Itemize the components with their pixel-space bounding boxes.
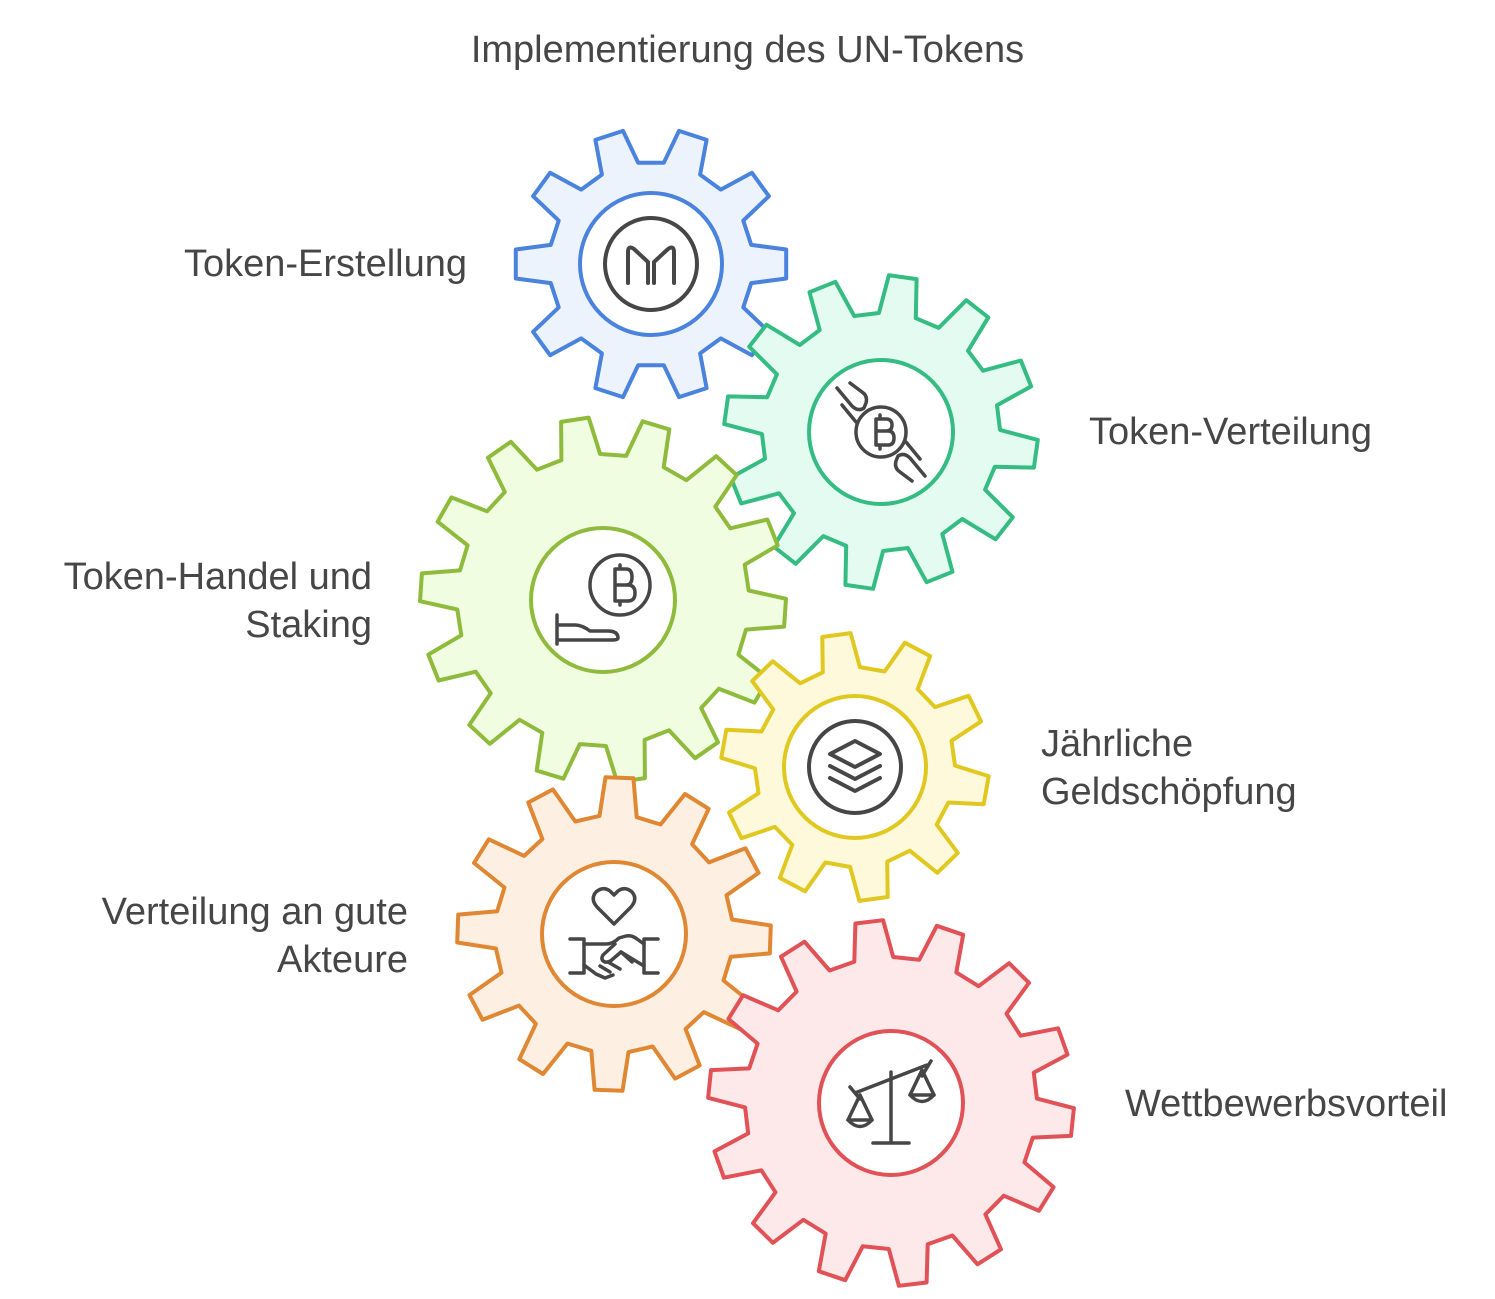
label-line: Geldschöpfung xyxy=(1041,771,1297,813)
label-wettbewerbsvorteil: Wettbewerbsvorteil xyxy=(1125,1080,1447,1128)
label-line: Verteilung an gute xyxy=(101,891,408,933)
label-line: Staking xyxy=(245,604,372,646)
label-jaehrliche-geldschoepfung: Jährliche Geldschöpfung xyxy=(1041,720,1297,816)
heart-handshake-icon xyxy=(568,887,660,980)
label-line: Token-Erstellung xyxy=(183,243,467,285)
label-line: Token-Verteilung xyxy=(1089,411,1373,453)
scales-icon xyxy=(846,1059,936,1145)
gear-token-verteilung xyxy=(722,273,1040,591)
bitcoin-hand-icon xyxy=(555,553,652,646)
gear-verteilung-gute-akteure xyxy=(455,775,773,1093)
label-token-verteilung: Token-Verteilung xyxy=(1089,408,1372,456)
label-token-erstellung: Token-Erstellung xyxy=(184,240,467,288)
label-token-handel: Token-Handel und Staking xyxy=(64,553,372,649)
label-line: Akteure xyxy=(277,939,408,981)
label-verteilung-gute-akteure: Verteilung an gute Akteure xyxy=(102,888,408,984)
layers-icon xyxy=(807,719,903,815)
label-line: Wettbewerbsvorteil xyxy=(1125,1083,1448,1125)
gear-jaehrliche-geldschoepfung xyxy=(719,631,991,903)
gear-token-erstellung xyxy=(513,128,789,400)
maker-logo-icon xyxy=(603,216,699,312)
diagram-title: Implementierung des UN-Tokens xyxy=(470,29,1025,71)
gear-wettbewerbsvorteil xyxy=(706,918,1076,1288)
gear-token-handel xyxy=(418,415,788,785)
label-line: Jährliche xyxy=(1041,723,1194,765)
label-line: Token-Handel und xyxy=(63,556,372,598)
bitcoin-handover-icon xyxy=(835,381,927,483)
